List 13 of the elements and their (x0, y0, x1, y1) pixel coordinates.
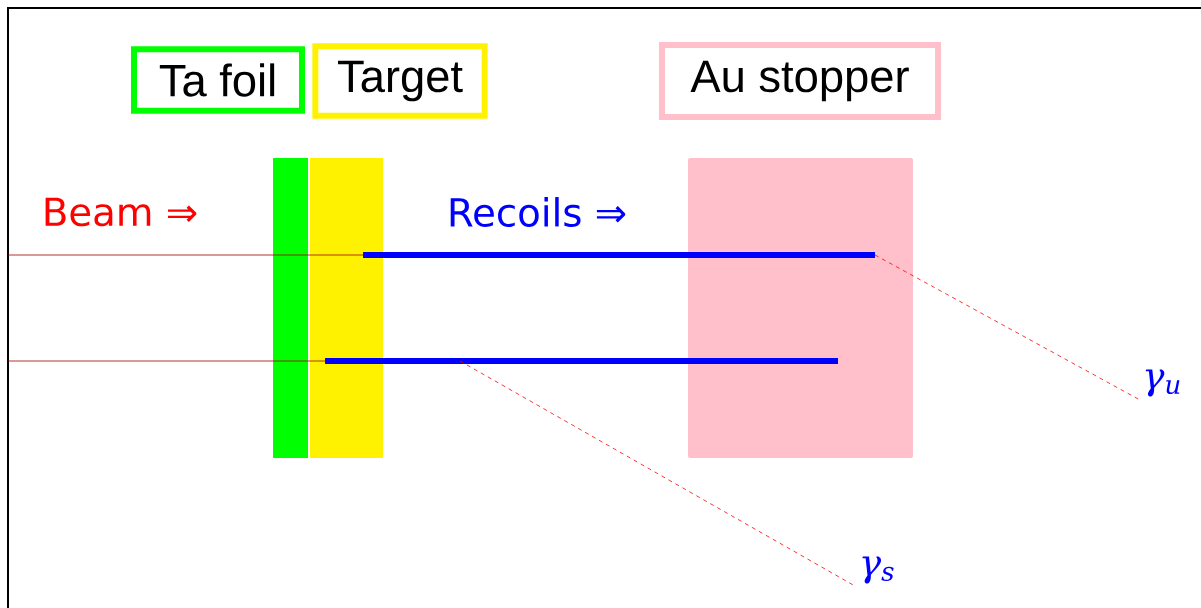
gamma-label: γ$_{s}$ (862, 556, 894, 584)
beam-label: Beam ⇒ (45, 197, 197, 227)
gamma-ray-line (874, 254, 1140, 400)
foil-layer (273, 158, 308, 458)
label-box: Au stopper (659, 42, 941, 120)
beam-line (7, 254, 364, 256)
label-box: Target (312, 43, 488, 119)
target-layer (310, 158, 383, 458)
label-box: Ta foil (131, 46, 305, 114)
stopper-block (688, 158, 913, 458)
beam-line (7, 360, 326, 362)
recoils-label: Recoils ⇒ (450, 197, 626, 227)
gamma-label: γ$_{u}$ (1145, 369, 1180, 397)
